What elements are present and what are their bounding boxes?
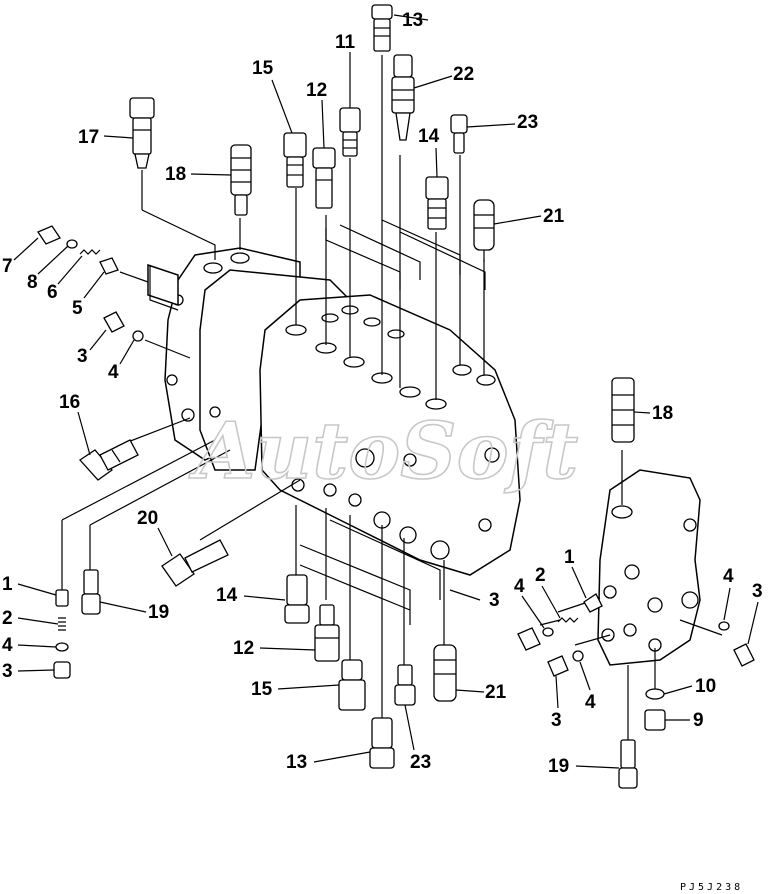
part-11 [339, 107, 361, 157]
part-3-right-c [733, 643, 755, 667]
part-9 [644, 709, 666, 731]
callout-labels: 13 11 22 15 12 23 17 14 18 21 7 8 6 5 3 … [2, 10, 763, 777]
part-16 [79, 439, 139, 481]
label-12-bottom: 12 [233, 638, 254, 659]
part-4-right-c [718, 621, 730, 631]
part-6 [79, 249, 101, 255]
part-2-right [557, 617, 579, 623]
part-18-left [230, 144, 252, 216]
part-15-bottom [338, 659, 366, 711]
label-2-left: 2 [2, 608, 13, 629]
part-2-left [58, 617, 66, 631]
label-14-bottom: 14 [216, 585, 238, 606]
label-23-top: 23 [517, 112, 538, 133]
label-7: 7 [2, 256, 13, 277]
part-4-right-a [542, 627, 554, 637]
label-18-right: 18 [652, 403, 673, 424]
part-19-right [618, 739, 638, 789]
label-1-left: 1 [2, 574, 13, 595]
part-3-right-a [517, 627, 541, 651]
watermark-text: AutoSoft [188, 406, 578, 497]
label-15-top: 15 [252, 58, 274, 79]
label-20: 20 [137, 508, 158, 529]
part-4-upper [132, 330, 144, 342]
drawing-code: PJ5J238 [680, 882, 743, 893]
label-3-upper: 3 [77, 346, 88, 367]
label-22: 22 [453, 64, 474, 85]
part-5 [99, 257, 119, 275]
part-17 [129, 97, 155, 169]
part-3-upper [103, 311, 125, 333]
label-3-right-b: 3 [551, 710, 562, 731]
label-2-right: 2 [535, 565, 546, 586]
label-3-mid: 3 [489, 590, 500, 611]
label-leaders [13, 14, 759, 769]
part-8 [66, 239, 78, 249]
label-18-left: 18 [165, 164, 186, 185]
part-13-top [371, 4, 393, 52]
part-23-top [450, 114, 468, 154]
leader-lines [61, 55, 656, 740]
part-21-top [473, 199, 495, 262]
part-20 [161, 539, 229, 587]
label-5: 5 [72, 298, 83, 319]
label-8: 8 [27, 272, 38, 293]
part-19-left [81, 569, 101, 615]
label-3-right-c: 3 [752, 581, 763, 602]
label-21-top: 21 [543, 206, 565, 227]
label-4-right-b: 4 [585, 692, 596, 713]
part-15-top [283, 132, 307, 188]
label-21-bottom: 21 [485, 682, 507, 703]
label-4-left: 4 [2, 635, 13, 656]
label-1-right: 1 [564, 547, 575, 568]
label-10: 10 [695, 676, 716, 697]
label-3-left: 3 [2, 661, 13, 682]
part-1-left [55, 589, 69, 607]
label-4-right-c: 4 [723, 566, 734, 587]
label-4-upper: 4 [108, 362, 119, 383]
part-18-right [611, 377, 635, 443]
label-14-top: 14 [418, 126, 440, 147]
label-6: 6 [47, 282, 58, 303]
label-13-top: 13 [402, 10, 423, 31]
part-drawings [37, 4, 755, 789]
label-19-left: 19 [148, 602, 169, 623]
main-valve-body [147, 247, 521, 576]
label-19-right: 19 [548, 756, 569, 777]
label-13-bottom: 13 [286, 752, 307, 773]
auxiliary-valve-block [597, 469, 723, 666]
part-10 [645, 688, 665, 700]
part-4-left [55, 642, 69, 652]
part-14-bottom [284, 574, 310, 624]
label-17: 17 [78, 127, 99, 148]
part-1-right [583, 593, 603, 613]
label-4-right-a: 4 [514, 576, 525, 597]
label-16: 16 [59, 392, 80, 413]
part-12-top [312, 147, 336, 209]
label-11: 11 [335, 32, 356, 53]
part-22 [391, 54, 415, 141]
label-12-top: 12 [306, 80, 327, 101]
part-3-right-b [547, 655, 569, 677]
part-12-bottom [314, 604, 340, 662]
part-21-bottom [433, 644, 457, 702]
part-3-left [53, 661, 71, 679]
part-4-right-b [572, 650, 584, 662]
part-13-bottom [369, 717, 395, 769]
label-9: 9 [693, 710, 704, 731]
part-14-top [425, 176, 449, 230]
part-7 [37, 225, 61, 245]
part-23-bottom [394, 664, 416, 706]
label-15-bottom: 15 [251, 679, 273, 700]
label-23-bottom: 23 [410, 752, 431, 773]
